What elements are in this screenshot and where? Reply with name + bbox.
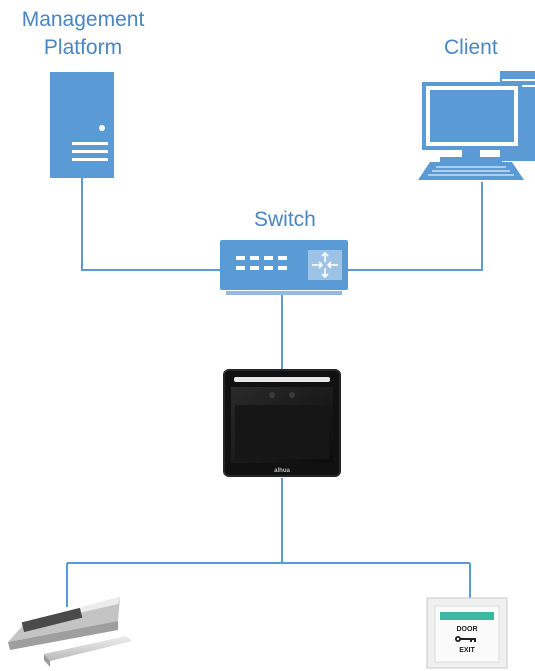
network-switch-icon (220, 240, 348, 295)
server-icon (50, 72, 114, 178)
exit-button-line1: DOOR (457, 626, 478, 633)
exit-button-line2: EXIT (459, 647, 475, 654)
face-recognition-terminal-icon: alhua (223, 369, 341, 477)
management-platform-label-line1: Management (21, 8, 145, 31)
desktop-computer-icon (418, 71, 535, 180)
connection-lines (66, 178, 483, 607)
link-platform-switch (81, 178, 222, 271)
link-client-switch (347, 182, 483, 271)
management-platform-label-line2: Platform (43, 36, 123, 59)
switch-label: Switch (254, 208, 316, 231)
exit-button-icon: DOOR EXIT (426, 597, 508, 669)
magnetic-lock-icon (8, 597, 132, 667)
client-label: Client (444, 36, 498, 59)
brand-mark: alhua (274, 468, 290, 474)
management-platform-label: Management Platform (8, 6, 158, 62)
